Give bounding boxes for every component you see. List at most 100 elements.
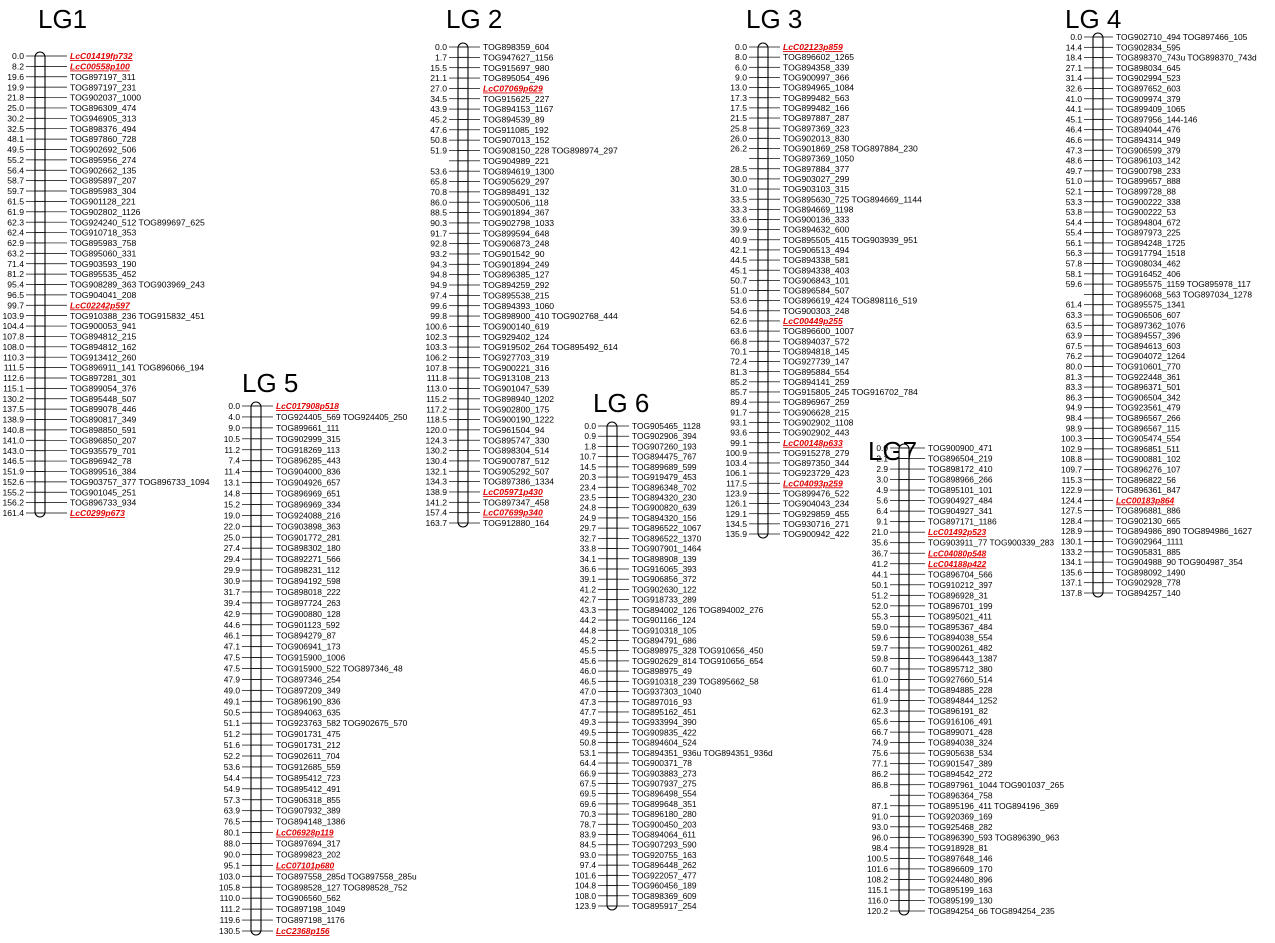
marker-position: 62.3	[872, 706, 889, 716]
marker-label: TOG896567_266	[1116, 413, 1181, 423]
marker-label: TOG903898_363	[276, 521, 341, 531]
marker-label: TOG910212_397	[928, 580, 993, 590]
marker-position: 48.6	[1066, 156, 1083, 166]
marker-position: 111.2	[220, 904, 240, 914]
marker-position: 19.9	[7, 82, 24, 92]
marker-label: TOG897558_285d TOG897558_285u	[276, 871, 417, 881]
marker-label: TOG896180_280	[632, 809, 697, 819]
marker-label: TOG916065_393	[632, 564, 697, 574]
marker-label: TOG906873_248	[483, 239, 549, 249]
marker-position: 63.3	[1066, 310, 1083, 320]
marker-position: 62.9	[7, 238, 24, 248]
marker-label: TOG900222_338	[1116, 197, 1181, 207]
marker-label: TOG898304_514	[483, 446, 549, 456]
marker-position: 26.2	[730, 144, 747, 154]
marker-position: 112.6	[3, 373, 24, 383]
marker-label: TOG900136_333	[783, 215, 849, 225]
marker-position: 83.9	[580, 830, 597, 840]
highlighted-marker-label: LcC00183p864	[1116, 495, 1175, 505]
marker-label: TOG896390_593 TOG896390_963	[928, 832, 1060, 842]
marker-position: 91.7	[430, 228, 447, 238]
marker-position: 4.0	[228, 412, 240, 422]
marker-label: TOG896928_31	[928, 590, 988, 600]
marker-label: TOG923763_582 TOG902675_570	[276, 718, 408, 728]
marker-position: 7.4	[228, 456, 240, 466]
marker-position: 51.9	[430, 146, 447, 156]
marker-position: 52.0	[872, 601, 889, 611]
marker-position: 31.4	[1066, 73, 1083, 83]
marker-label: TOG900261_482	[928, 643, 993, 653]
marker-position: 87.1	[872, 801, 889, 811]
marker-label: TOG902611_704	[276, 751, 340, 761]
marker-label: TOG924240_512 TOG899697_625	[70, 217, 205, 227]
marker-position: 21.1	[430, 73, 447, 83]
marker-label: TOG894669_1198	[783, 204, 854, 214]
marker-position: 47.9	[224, 674, 241, 684]
marker-position: 17.3	[730, 93, 747, 103]
marker-label: TOG904000_836	[276, 467, 341, 477]
marker-position: 89.4	[730, 397, 747, 407]
marker-label: TOG895983_758	[70, 238, 136, 248]
marker-position: 95.4	[7, 280, 24, 290]
marker-label: TOG896733_934	[70, 498, 136, 508]
marker-label: TOG894818_145	[783, 346, 849, 356]
marker-label: TOG894064_611	[632, 830, 696, 840]
marker-position: 94.3	[430, 259, 447, 269]
marker-position: 61.9	[7, 207, 24, 217]
marker-position: 43.9	[430, 104, 447, 114]
marker-position: 59.7	[872, 643, 889, 653]
marker-label: TOG901128_221	[70, 197, 136, 207]
marker-position: 66.9	[580, 768, 597, 778]
marker-label: TOG895712_380	[928, 664, 993, 674]
marker-label: TOG901772_281	[276, 532, 341, 542]
marker-position: 97.4	[580, 860, 597, 870]
marker-position: 47.1	[224, 642, 241, 652]
marker-label: TOG908289_363 TOG903969_243	[70, 280, 205, 290]
marker-position: 9.0	[735, 73, 747, 83]
marker-label: TOG902662_135	[70, 165, 136, 175]
marker-position: 11.2	[224, 445, 240, 455]
marker-position: 58.7	[7, 176, 24, 186]
marker-label: TOG896522_1370	[632, 533, 702, 543]
marker-position: 0.0	[228, 401, 240, 411]
marker-label: TOG894063_635	[276, 707, 341, 717]
marker-label: TOG894037_572	[783, 336, 849, 346]
marker-label: TOG898975_328 TOG910656_450	[632, 646, 764, 656]
marker-position: 81.3	[730, 367, 747, 377]
marker-label: TOG898172_410	[928, 464, 993, 474]
marker-label: TOG901542_90	[483, 249, 545, 259]
marker-label: TOG924088_216	[276, 510, 341, 520]
marker-label: TOG894632_600	[783, 225, 849, 235]
marker-label: TOG900942_422	[783, 529, 849, 539]
marker-label: TOG896609_170	[928, 864, 993, 874]
marker-position: 95.1	[224, 860, 241, 870]
marker-position: 76.5	[224, 817, 241, 827]
marker-label: TOG898966_266	[928, 475, 993, 485]
marker-position: 134.5	[725, 519, 747, 529]
marker-label: TOG890817_349	[70, 415, 136, 425]
marker-position: 81.2	[7, 269, 24, 279]
marker-position: 48.1	[7, 134, 24, 144]
marker-label: TOG895884_554	[783, 367, 849, 377]
marker-label: TOG903883_273	[632, 768, 697, 778]
marker-position: 143.0	[2, 446, 24, 456]
marker-label: TOG918269_113	[276, 445, 340, 455]
marker-label: TOG904927_484	[928, 496, 993, 506]
marker-position: 85.7	[730, 387, 747, 397]
marker-position: 61.4	[872, 685, 889, 695]
marker-position: 10.7	[580, 452, 597, 462]
marker-position: 94.9	[1066, 403, 1083, 413]
marker-position: 115.1	[3, 383, 24, 393]
marker-label: TOG896190_836	[276, 696, 341, 706]
marker-label: TOG900900_471	[928, 443, 993, 453]
marker-label: TOG910718_353	[70, 228, 136, 238]
marker-label: TOG896850_207	[70, 435, 136, 445]
marker-position: 27.0	[430, 83, 447, 93]
marker-position: 51.1	[224, 718, 241, 728]
marker-position: 63.9	[1066, 331, 1083, 341]
marker-label: TOG896498_554	[632, 789, 697, 799]
marker-position: 91.7	[730, 407, 747, 417]
marker-label: TOG898900_410 TOG902768_444	[483, 311, 618, 321]
marker-position: 123.9	[725, 489, 747, 499]
marker-label: TOG896348_702	[632, 482, 697, 492]
